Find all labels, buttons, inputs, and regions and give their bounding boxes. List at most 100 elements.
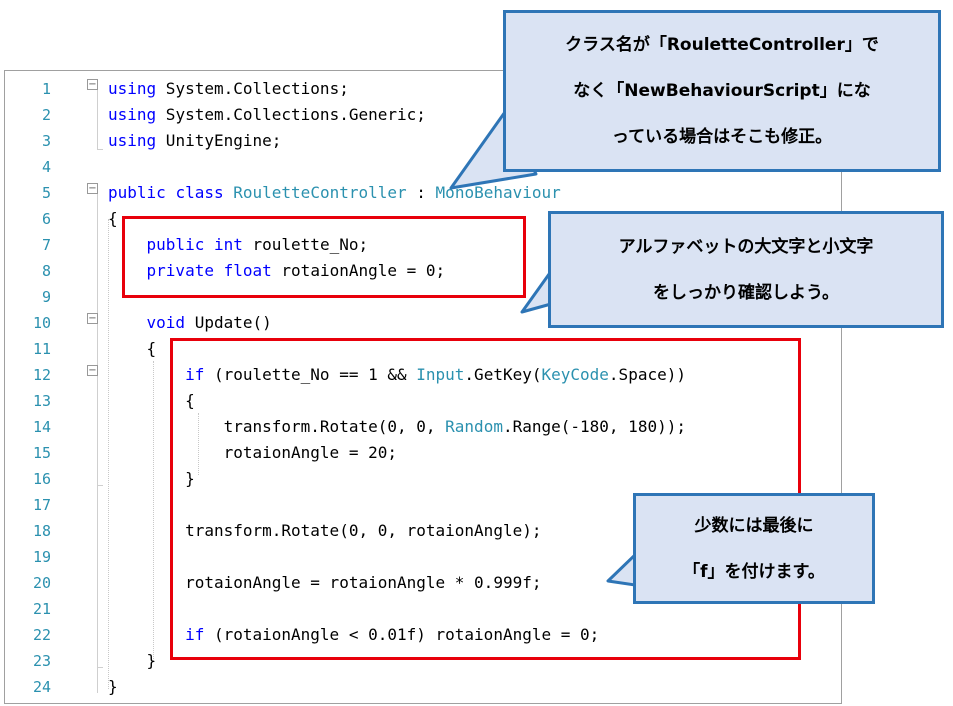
code-line[interactable]: 2 using System.Collections.Generic; — [5, 102, 841, 128]
code-text: void Update() — [108, 310, 272, 336]
code-line[interactable]: 12 if (roulette_No == 1 && Input.GetKey(… — [5, 362, 841, 388]
callout-class-name-line-2: なく「NewBehaviourScript」にな — [573, 81, 871, 101]
region-guide-usings-end — [97, 149, 103, 150]
code-line[interactable]: 21 — [5, 596, 841, 622]
line-number: 4 — [41, 158, 51, 176]
code-token: rotaionAngle = 0; — [271, 261, 446, 280]
code-line[interactable]: 8 private float rotaionAngle = 0; — [5, 258, 841, 284]
line-number: 17 — [32, 496, 51, 514]
code-token: Update() — [185, 313, 272, 332]
line-number: 24 — [32, 678, 51, 696]
code-token: : — [406, 183, 436, 202]
line-number: 12 — [32, 366, 51, 384]
callout-float-line-2: 「f」を付けます。 — [683, 561, 825, 582]
code-line[interactable]: 10 void Update() — [5, 310, 841, 336]
fold-collapse-icon[interactable]: − — [87, 365, 98, 376]
line-number: 2 — [41, 106, 51, 124]
code-token: transform.Rotate(0, 0, rotaionAngle); — [108, 521, 542, 540]
code-line[interactable]: 22 if (rotaionAngle < 0.01f) rotaionAngl… — [5, 622, 841, 648]
code-line[interactable]: 11 { — [5, 336, 841, 362]
code-text: transform.Rotate(0, 0, Random.Range(-180… — [108, 414, 686, 440]
code-token: System.Collections; — [156, 79, 349, 98]
code-line[interactable]: 17 — [5, 492, 841, 518]
line-number: 9 — [41, 288, 51, 306]
code-token: (rotaionAngle < 0.01f) rotaionAngle = 0; — [204, 625, 600, 644]
callout-class-name-line-3: っている場合はそこも修正。 — [611, 127, 833, 147]
region-guide-usings — [97, 89, 98, 149]
code-line[interactable]: 15 rotaionAngle = 20; — [5, 440, 841, 466]
code-token: using — [108, 105, 157, 124]
line-number: 15 — [32, 444, 51, 462]
code-token: public — [108, 183, 166, 202]
line-number: 19 — [32, 548, 51, 566]
line-number: 21 — [32, 600, 51, 618]
code-line[interactable]: 4 — [5, 154, 841, 180]
line-number: 14 — [32, 418, 51, 436]
code-line[interactable]: 13 { — [5, 388, 841, 414]
code-line[interactable]: 20 rotaionAngle = rotaionAngle * 0.999f; — [5, 570, 841, 596]
line-number: 16 — [32, 470, 51, 488]
code-token: if — [185, 625, 205, 644]
code-token: .Range(-180, 180)); — [502, 417, 686, 436]
code-token: System.Collections.Generic; — [156, 105, 426, 124]
line-number: 18 — [32, 522, 51, 540]
fold-collapse-icon[interactable]: − — [87, 183, 98, 194]
indent-guide-3 — [198, 413, 199, 475]
code-text: using UnityEngine; — [108, 128, 281, 154]
code-line[interactable]: 9 — [5, 284, 841, 310]
line-number: 8 — [41, 262, 51, 280]
code-token: RouletteController — [233, 183, 407, 202]
code-text: } — [108, 648, 157, 674]
code-line[interactable]: 23 } — [5, 648, 841, 674]
code-text: } — [108, 466, 195, 492]
callout-case-line-2: をしっかり確認しよう。 — [653, 282, 839, 303]
code-token: public — [146, 235, 205, 254]
code-token: } — [108, 651, 157, 670]
code-line[interactable]: 14 transform.Rotate(0, 0, Random.Range(-… — [5, 414, 841, 440]
code-text: private float rotaionAngle = 0; — [108, 258, 446, 284]
code-text: { — [108, 388, 195, 414]
code-line[interactable]: 16 } — [5, 466, 841, 492]
region-guide-if — [97, 389, 98, 485]
highlight-fields — [122, 216, 526, 298]
code-text: transform.Rotate(0, 0, rotaionAngle); — [108, 518, 541, 544]
code-token: roulette_No; — [242, 235, 369, 254]
code-text: using System.Collections.Generic; — [108, 102, 426, 128]
code-line[interactable]: 3 using UnityEngine; — [5, 128, 841, 154]
code-token: void — [146, 313, 186, 332]
code-token: float — [223, 261, 272, 280]
code-text: using System.Collections; — [108, 76, 349, 102]
code-token: UnityEngine; — [156, 131, 282, 150]
code-token: transform.Rotate(0, 0, — [108, 417, 446, 436]
code-token: if — [185, 365, 205, 384]
code-line[interactable]: 6{ — [5, 206, 841, 232]
line-number: 13 — [32, 392, 51, 410]
code-text: if (roulette_No == 1 && Input.GetKey(Key… — [108, 362, 686, 388]
code-text: { — [108, 206, 118, 232]
callout-case-line-1: アルファベットの大文字と小文字 — [618, 236, 874, 257]
region-guide-if-end — [97, 485, 103, 486]
code-line[interactable]: 18 transform.Rotate(0, 0, rotaionAngle); — [5, 518, 841, 544]
code-line[interactable]: 24} — [5, 674, 841, 700]
fold-collapse-icon[interactable]: − — [87, 313, 98, 324]
line-number: 3 — [41, 132, 51, 150]
code-token: { — [108, 391, 195, 410]
callout-class-name: クラス名が「RouletteController」で なく「NewBehavio… — [503, 10, 941, 172]
callout-class-name-line-1: クラス名が「RouletteController」で — [565, 35, 879, 55]
code-token: .Space)) — [608, 365, 686, 384]
code-line[interactable]: 19 — [5, 544, 841, 570]
fold-collapse-icon[interactable]: − — [87, 79, 98, 90]
code-line[interactable]: 7 public int roulette_No; — [5, 232, 841, 258]
code-text: { — [108, 336, 157, 362]
code-token: int — [213, 235, 243, 254]
code-text: public class RouletteController : MonoBe… — [108, 180, 561, 206]
line-number: 11 — [32, 340, 51, 358]
code-token: } — [108, 677, 118, 696]
callout-float-line-1: 少数には最後に — [694, 515, 814, 536]
code-token: KeyCode — [541, 365, 609, 384]
code-token: .GetKey( — [464, 365, 542, 384]
code-token: } — [108, 469, 195, 488]
